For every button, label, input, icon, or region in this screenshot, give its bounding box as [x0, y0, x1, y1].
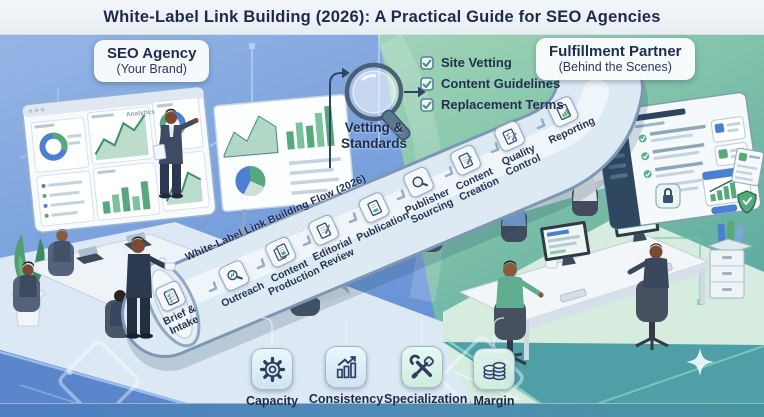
agency-badge-title: SEO Agency	[107, 45, 197, 62]
vetting-checklist: Site Vetting Content Guidelines Replacem…	[420, 55, 564, 112]
benefit-label: Capacity	[245, 394, 299, 408]
search-document-icon	[401, 164, 436, 200]
step-quality-control: Quality Control	[480, 113, 551, 183]
step-outreach: Outreach	[202, 252, 272, 313]
lock-icon	[655, 183, 681, 209]
seated-person	[13, 261, 40, 312]
page-title: White-Label Link Building (2026): A Prac…	[103, 7, 661, 26]
analytics-dashboard-screen	[22, 86, 217, 234]
checklist-item: Replacement Terms	[420, 97, 564, 112]
vetting-arrows	[329, 67, 426, 168]
agency-badge: SEO Agency (Your Brand)	[94, 40, 210, 83]
growth-chart-icon	[325, 346, 367, 388]
benefit-label: Margin	[473, 394, 515, 408]
agency-badge-subtitle: (Your Brand)	[116, 62, 187, 77]
step-reporting: Reporting	[530, 87, 601, 149]
title-band: White-Label Link Building (2026): A Prac…	[0, 0, 764, 35]
pipeline-tube	[121, 44, 648, 371]
edit-document-icon	[306, 212, 341, 248]
published-document-icon	[356, 190, 392, 225]
standing-man	[126, 236, 176, 339]
checklist-item-label: Replacement Terms	[441, 97, 564, 112]
quality-checklist-icon	[492, 118, 527, 154]
presentation-whiteboard	[213, 94, 355, 237]
benefit-label: Specialization	[384, 392, 468, 406]
benefit-consistency: Consistency	[308, 346, 384, 406]
shield-icon	[737, 190, 757, 214]
gear-icon	[251, 348, 293, 390]
step-content-production: Content Production	[246, 227, 326, 301]
presenter	[152, 108, 199, 199]
checklist-item-label: Content Guidelines	[441, 76, 561, 91]
floor-edge-strip	[0, 403, 764, 417]
small-doc-card	[731, 147, 764, 187]
checklist-item: Site Vetting	[420, 55, 564, 70]
office-chair	[635, 280, 669, 350]
writing-document-icon	[448, 142, 483, 178]
seated-person	[48, 228, 74, 276]
monitor	[540, 220, 591, 266]
worker-green-shirt	[496, 260, 544, 308]
documents-icon	[263, 234, 298, 270]
step-brief-intake: Brief & Intake	[142, 273, 211, 342]
checklist-item-label: Site Vetting	[441, 55, 512, 70]
step-editorial-review: Editorial Review	[292, 206, 366, 277]
sparkle-icon	[686, 348, 714, 376]
benefit-specialization: Specialization	[384, 346, 468, 406]
benefit-margin: Margin	[456, 348, 532, 408]
worker-dark-suit	[627, 243, 669, 288]
tools-icon	[401, 346, 443, 388]
benefit-capacity: Capacity	[234, 348, 310, 408]
filing-cabinet	[706, 220, 754, 299]
magnifying-glass-icon	[344, 62, 411, 141]
vetting-label: Vetting & Standards	[340, 120, 408, 151]
checkbox-checked-icon	[420, 76, 434, 91]
divider-line	[378, 34, 380, 144]
report-chart-icon	[545, 94, 581, 129]
clipboard-icon	[153, 278, 188, 314]
checkbox-checked-icon	[420, 55, 434, 70]
checkbox-checked-icon	[420, 97, 434, 112]
step-publication: Publication	[339, 182, 416, 246]
benefit-label: Consistency	[308, 392, 384, 406]
outreach-magnifier-icon	[216, 258, 252, 293]
step-publisher-sourcing: Publisher Sourcing	[386, 158, 462, 230]
step-content-creation: Content Creation	[434, 136, 508, 207]
partner-badge: Fulfillment Partner (Behind the Scenes)	[536, 38, 695, 81]
partner-badge-title: Fulfillment Partner	[549, 43, 682, 60]
checklist-item: Content Guidelines	[420, 76, 564, 91]
coins-icon	[473, 348, 515, 390]
partner-badge-subtitle: (Behind the Scenes)	[558, 60, 672, 75]
